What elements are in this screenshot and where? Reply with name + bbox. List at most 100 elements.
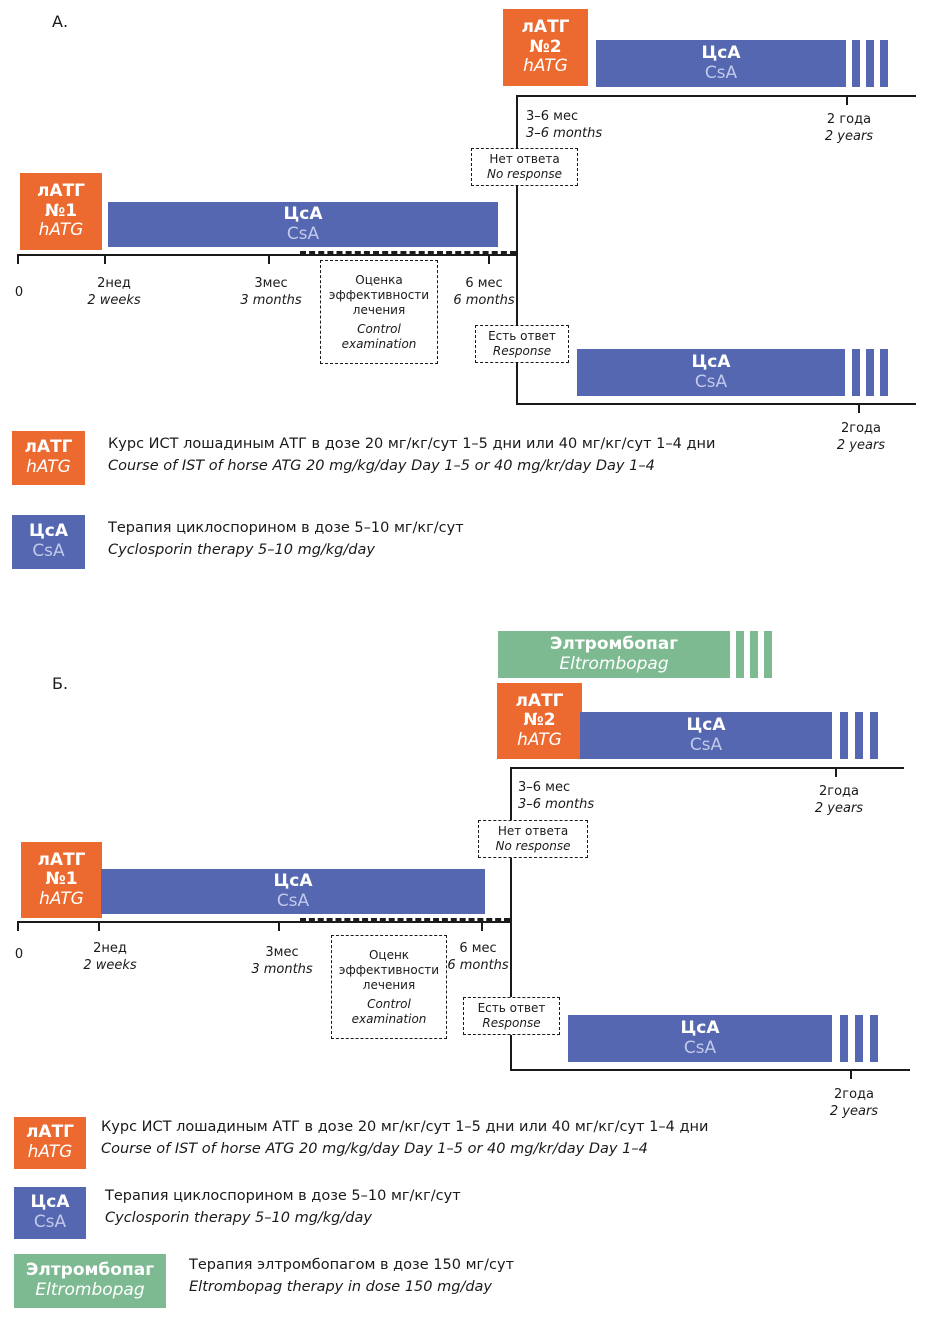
t6m-ru: 6 мес — [459, 941, 497, 956]
t0-label-a: 0 — [14, 285, 24, 300]
csa-bar-b-upper: ЦсА CsA — [580, 712, 832, 759]
legend-atg-en: Course of IST of horse ATG 20 mg/kg/day … — [101, 1141, 648, 1157]
no-response-box-a: Нет ответа No response — [471, 148, 578, 186]
csa-bar-a-upper: ЦсА CsA — [596, 40, 846, 87]
control-en1: Control — [367, 996, 411, 1011]
csa-label-en: CsA — [704, 62, 738, 83]
legend-csa-ru: Терапия циклоспорином в дозе 5–10 мг/кг/… — [105, 1188, 461, 1204]
continuation-stripe — [840, 1015, 848, 1062]
upper-2y-ru: 2 года — [826, 112, 872, 127]
tick — [835, 768, 837, 777]
control-en1: Control — [357, 321, 401, 336]
atg-label-en: hATG — [523, 56, 568, 77]
panel-b-label: Б. — [52, 674, 69, 693]
response-ru: Есть ответ — [477, 1001, 546, 1015]
csa-label: ЦсА — [691, 351, 731, 372]
legend-eltrombopag-text-b: Терапия элтромбопагом в дозе 150 мг/сут … — [189, 1254, 514, 1298]
csa-label: ЦсА — [701, 42, 741, 63]
control-ru3: лечения — [362, 977, 416, 992]
atg-2-block-a: лАТГ №2 hATG — [503, 9, 588, 86]
legend-atg-text-a: Курс ИСТ лошадиным АТГ в дозе 20 мг/кг/с… — [108, 433, 715, 477]
main-timeline-b — [17, 921, 511, 923]
legend-csa-text-b: Терапия циклоспорином в дозе 5–10 мг/кг/… — [105, 1185, 461, 1229]
control-en2: examination — [351, 1011, 427, 1026]
atg-number: №2 — [529, 36, 562, 57]
t2w-en: 2 weeks — [87, 293, 141, 308]
lower-2y-ru: 2года — [833, 1087, 874, 1102]
response-en: Response — [492, 344, 552, 358]
upper-36-label-a: 3–6 мес 3–6 months — [526, 108, 602, 142]
atg-2-block-b: лАТГ №2 hATG — [497, 683, 582, 759]
csa-label: ЦсА — [283, 203, 323, 224]
no-response-box-b: Нет ответа No response — [478, 820, 588, 858]
csa-label-en: CsA — [694, 371, 728, 392]
no-response-ru: Нет ответа — [497, 824, 569, 838]
legend-csa-ru: Терапия циклоспорином в дозе 5–10 мг/кг/… — [108, 520, 464, 536]
branch-line-a — [516, 95, 518, 405]
atg-label: лАТГ — [25, 1122, 75, 1143]
response-box-b: Есть ответ Response — [463, 997, 560, 1035]
atg-label: лАТГ — [521, 17, 570, 38]
continuation-stripe — [870, 712, 878, 759]
tick — [858, 404, 860, 413]
atg-1-block-a: лАТГ №1 hATG — [20, 173, 102, 250]
tick — [98, 922, 100, 931]
csa-label-en: CsA — [683, 1037, 717, 1058]
continuation-stripe — [852, 40, 860, 87]
legend-atg-en: Course of IST of horse ATG 20 mg/kg/day … — [108, 458, 655, 474]
legend-csa-en: Cyclosporin therapy 5–10 mg/kg/day — [105, 1210, 372, 1226]
upper-2y-en: 2 years — [814, 801, 864, 816]
t6m-en: 6 months — [453, 293, 515, 308]
csa-bar-a-lower: ЦсА CsA — [577, 349, 845, 396]
eltrombopag-label: Элтромбопаг — [25, 1260, 155, 1281]
t2w-label-b: 2нед 2 weeks — [74, 940, 146, 974]
atg-label-en: hATG — [27, 1142, 73, 1162]
legend-csa-en: Cyclosporin therapy 5–10 mg/kg/day — [108, 542, 375, 558]
control-box-b: Оценк эффективности лечения Control exam… — [331, 935, 447, 1039]
control-ru1: Оценк — [368, 947, 410, 962]
csa-label-en: CsA — [286, 223, 320, 244]
upper-36-label-b: 3–6 мес 3–6 months — [518, 779, 594, 813]
control-ru1: Оценка — [355, 272, 403, 287]
legend-csa-text-a: Терапия циклоспорином в дозе 5–10 мг/кг/… — [108, 517, 464, 561]
continuation-stripe — [736, 631, 744, 678]
t3m-en: 3 months — [251, 962, 313, 977]
upper-2y-en: 2 years — [824, 129, 874, 144]
continuation-stripe — [750, 631, 758, 678]
continuation-stripe — [855, 1015, 863, 1062]
t6m-en: 6 months — [447, 958, 509, 973]
continuation-stripe — [880, 40, 888, 87]
tick — [850, 1070, 852, 1079]
t6m-ru: 6 мес — [465, 276, 503, 291]
legend-atg-b: лАТГ hATG — [14, 1117, 86, 1169]
upper-36-ru: 3–6 мес — [518, 780, 571, 795]
csa-label-en: CsA — [276, 890, 310, 911]
legend-atg-ru: Курс ИСТ лошадиным АТГ в дозе 20 мг/кг/с… — [101, 1119, 709, 1135]
t3m-en: 3 months — [240, 293, 302, 308]
continuation-stripe — [840, 712, 848, 759]
upper-36-en: 3–6 months — [518, 797, 595, 812]
tick — [17, 255, 19, 264]
t6m-label-b: 6 мес 6 months — [442, 940, 514, 974]
atg-number: №1 — [45, 869, 78, 890]
atg-label-en: hATG — [38, 220, 84, 241]
atg-number: №2 — [523, 710, 556, 731]
t2w-en: 2 weeks — [83, 958, 137, 973]
csa-bar-b-lower: ЦсА CsA — [568, 1015, 832, 1062]
legend-eltrombopag-ru: Терапия элтромбопагом в дозе 150 мг/сут — [189, 1257, 515, 1273]
lower-2y-en: 2 years — [829, 1104, 879, 1119]
csa-label: ЦсА — [686, 714, 726, 735]
tick — [846, 96, 848, 105]
legend-atg-text-b: Курс ИСТ лошадиным АТГ в дозе 20 мг/кг/с… — [101, 1116, 708, 1160]
lower-2y-label-b: 2года 2 years — [823, 1086, 885, 1120]
upper-36-ru: 3–6 мес — [526, 109, 579, 124]
continuation-stripe — [880, 349, 888, 396]
eltrombopag-label-en: Eltrombopag — [559, 653, 669, 674]
csa-label: ЦсА — [28, 521, 68, 542]
control-box-a: Оценка эффективности лечения Control exa… — [320, 260, 438, 364]
t2w-ru: 2нед — [97, 276, 131, 291]
csa-label-en: CsA — [32, 541, 65, 561]
control-ru2: эффективности — [338, 962, 440, 977]
legend-eltrombopag-en: Eltrombopag therapy in dose 150 mg/day — [189, 1279, 493, 1295]
csa-label: ЦсА — [680, 1017, 720, 1038]
